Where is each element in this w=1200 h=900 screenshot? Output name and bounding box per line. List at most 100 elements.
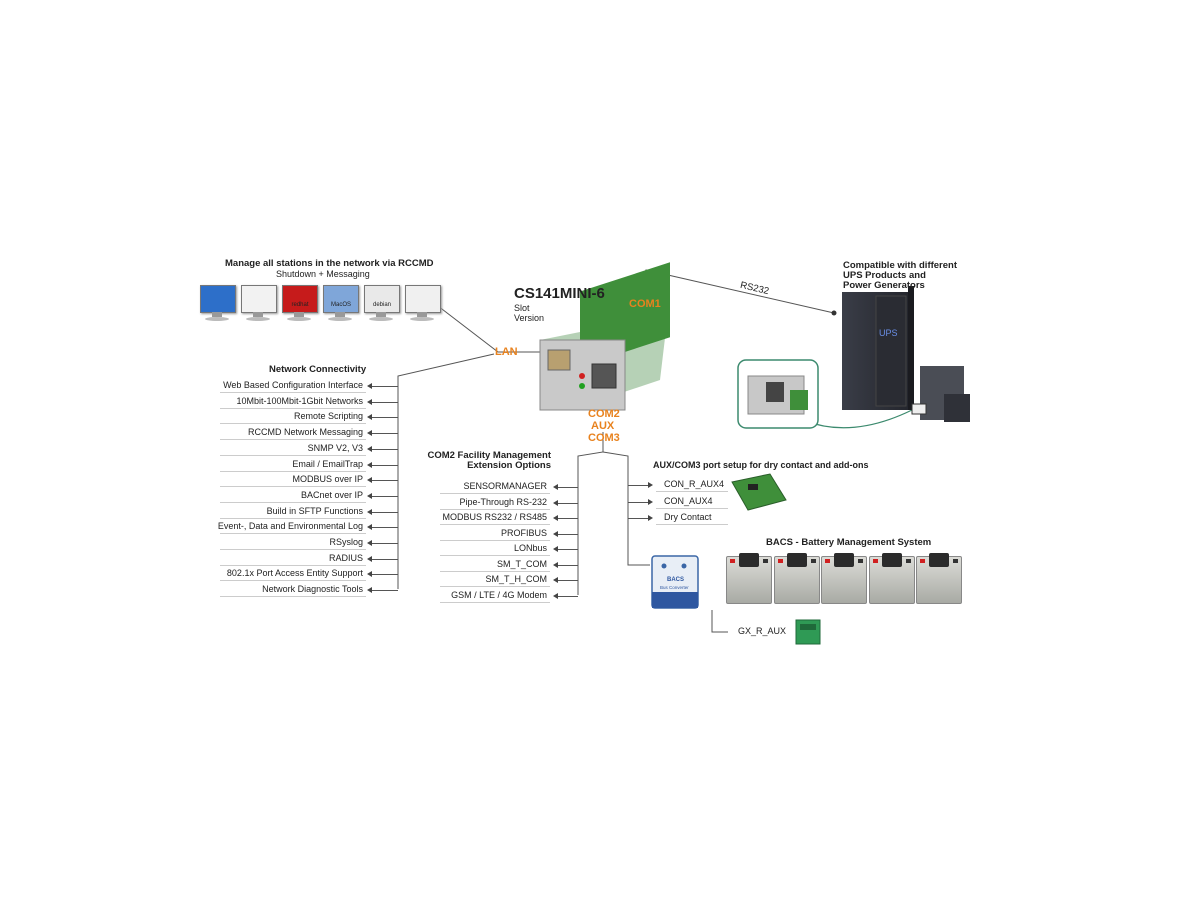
network-item: RCCMD Network Messaging (247, 427, 363, 438)
com2-item-arrow (556, 580, 578, 581)
lan-line (437, 305, 540, 353)
aux-arrowhead (648, 515, 653, 521)
network-item-arrow (370, 464, 398, 466)
com2-title-line2: Extension Options (467, 460, 551, 471)
network-arrowhead (367, 571, 372, 578)
os-label: debian (372, 302, 392, 308)
network-item-underline (220, 423, 366, 425)
gx-module-illustration (795, 619, 821, 645)
bacs-converter-label: BACS (667, 577, 685, 583)
com2-item: Pipe-Through RS-232 (459, 496, 547, 507)
network-item-underline (220, 580, 366, 582)
com2-arrowhead (553, 546, 558, 552)
monitor: redhat (282, 285, 318, 323)
ups-label: UPS (879, 328, 898, 338)
network-item-arrow (370, 495, 398, 497)
aux-arrowhead (648, 498, 653, 505)
os-label: MacOS (330, 302, 351, 308)
com2-arrowhead (553, 592, 558, 599)
aux-label: AUX (591, 420, 615, 432)
monitor-stand (417, 312, 427, 317)
compatible-line1: Compatible with different (843, 260, 957, 271)
com2-arrowhead (553, 561, 558, 568)
device-version-line1: Slot (514, 303, 530, 313)
ubuntu-icon (405, 285, 441, 313)
com2-item-arrow (556, 549, 578, 550)
network-item: Network Diagnostic Tools (262, 584, 363, 595)
network-item-arrow (370, 386, 398, 387)
network-item-arrow (370, 527, 398, 529)
monitor-base (410, 317, 434, 321)
network-arrowhead (367, 540, 372, 546)
com2-item-underline (440, 508, 550, 510)
battery-terminal (905, 559, 911, 563)
network-item: 802.1x Port Access Entity Support (226, 568, 363, 579)
network-item-arrow (370, 401, 398, 403)
battery-icon (726, 553, 772, 604)
network-item-arrow (370, 590, 398, 592)
compatible-line2: UPS Products and (843, 270, 926, 281)
debian-icon: debian (364, 285, 400, 313)
bacs-converter-sub: Bus Converter (660, 585, 689, 590)
network-item: BACnet over IP (300, 489, 363, 500)
com2-title-line1: COM2 Facility Management (427, 450, 551, 461)
os-label: redhat (291, 302, 309, 308)
monitor-stand (212, 312, 222, 317)
network-arrowhead (367, 461, 372, 468)
network-item: Build in SFTP Functions (266, 505, 363, 516)
battery-terminal (810, 559, 816, 563)
com2-item-underline (440, 555, 550, 556)
com2-item: PROFIBUS (500, 527, 547, 538)
battery-icon (868, 553, 915, 604)
gx-label: GX_R_AUX (738, 626, 787, 636)
monitor-stand (376, 312, 386, 317)
gx-line (711, 610, 728, 633)
network-arrowhead (367, 524, 372, 531)
manage-title: Manage all stations in the network via R… (225, 258, 434, 269)
com2-item-underline (440, 493, 550, 494)
com2-arrowhead (553, 499, 558, 506)
com3-label: COM3 (588, 432, 620, 444)
battery-icon (821, 553, 867, 604)
network-item-underline (220, 392, 366, 393)
network-arrowhead (367, 398, 372, 405)
monitor: MacOS (323, 285, 359, 323)
monitor (200, 285, 236, 323)
network-item-underline (220, 549, 366, 550)
aux-item: Dry Contact (664, 512, 712, 522)
com2-item: SM_T_COM (496, 558, 547, 569)
network-arrowhead (367, 430, 372, 437)
network-arrowhead (367, 477, 372, 484)
network-title: Network Connectivity (269, 364, 367, 375)
monitor-base (328, 317, 352, 321)
aux-line (602, 451, 650, 566)
network-item: Email / EmailTrap (292, 458, 363, 469)
aux-item-underline (656, 507, 728, 509)
monitor: debian (364, 285, 400, 323)
bacs-title: BACS - Battery Management System (766, 537, 932, 548)
battery-sensor (739, 553, 759, 567)
battery-sensor (929, 553, 949, 567)
network-arrowhead (367, 508, 372, 515)
battery-icon (773, 553, 820, 604)
monitor-base (205, 317, 229, 321)
aux-arrowhead (648, 482, 653, 488)
lan-label: LAN (495, 346, 518, 358)
com2-item: GSM / LTE / 4G Modem (451, 589, 547, 600)
aux-item: CON_AUX4 (664, 495, 713, 506)
battery-icon (916, 553, 962, 604)
network-item-underline (220, 564, 366, 566)
network-arrowhead (367, 587, 372, 594)
network-item-underline (220, 533, 366, 535)
com2-line (577, 432, 604, 595)
network-item-arrow (370, 511, 398, 513)
battery-terminal (777, 559, 783, 563)
aux-board-illustration (731, 473, 787, 511)
battery-terminal (953, 559, 958, 563)
network-item-arrow (370, 543, 398, 544)
inset-illustration (737, 359, 819, 429)
com2-arrowhead (553, 484, 558, 490)
network-arrowhead (367, 555, 372, 562)
battery-sensor (786, 553, 807, 567)
network-item: Web Based Configuration Interface (223, 380, 363, 390)
